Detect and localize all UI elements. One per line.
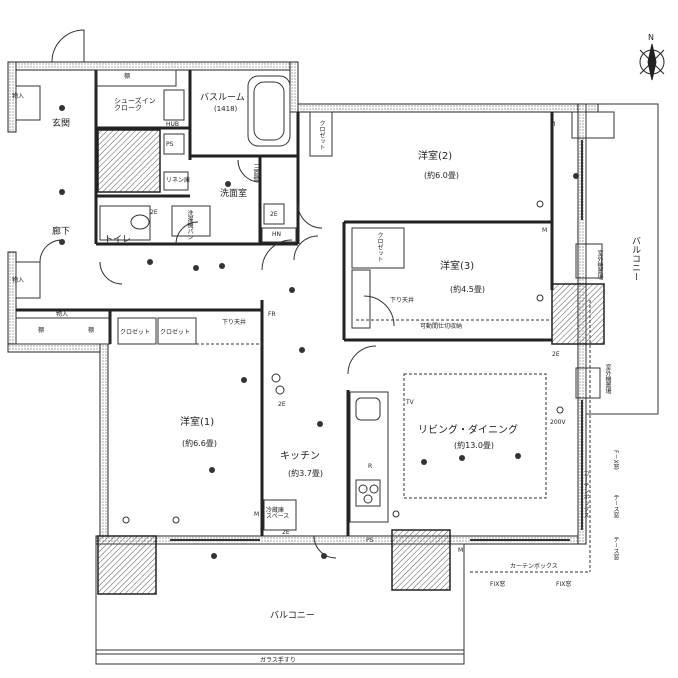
label-200v: 200V	[550, 419, 566, 426]
label-side-window: テ－ス窓	[612, 494, 619, 519]
label-fr: FR	[268, 311, 276, 318]
label-hn: HN	[272, 231, 281, 238]
label-washroom: 洗面室	[220, 189, 248, 199]
label-storage-a: 物入	[12, 93, 25, 100]
label-western2: 洋室(2)	[418, 151, 453, 162]
label-side-window2: テ－ス窓	[612, 536, 619, 561]
label-movable-storage: 可動間仕切収納	[420, 323, 463, 330]
light-fixtures	[59, 105, 579, 559]
label-sanmenkyo: 三面鏡	[252, 164, 259, 182]
label-storage-c: 物入	[56, 311, 69, 318]
interior-walls	[16, 70, 554, 536]
label-r: R	[368, 463, 373, 470]
label-tv: TV	[406, 399, 414, 406]
label-curtain-box: カーテンボックス	[510, 563, 558, 570]
label-2e-4: 2E	[282, 529, 290, 536]
label-glass-rail: ガラス手すり	[260, 657, 296, 664]
label-lowered-ceiling: 下り天井	[222, 319, 247, 326]
doors	[39, 29, 395, 559]
label-western3-size: (約4.5畳)	[450, 285, 485, 294]
label-lowered-ceiling2: 下り天井	[390, 297, 415, 304]
label-bathroom: バスルーム	[200, 93, 245, 103]
label-curtain-box2: カーテンボックス	[582, 470, 589, 518]
label-m1: M	[550, 121, 556, 128]
label-fridge-space: 冷蔵庫 スペース	[266, 507, 290, 520]
thin-lines	[15, 69, 659, 665]
label-closet3: クロゼット	[318, 120, 325, 150]
label-entrance: 玄関	[52, 119, 71, 129]
label-fix-window2: FIX窓	[556, 581, 572, 588]
label-ps2: PS	[366, 537, 374, 544]
label-ps1: PS	[166, 141, 174, 148]
label-kitchen-size: (約3.7畳)	[288, 469, 323, 478]
label-living: リビング・ダイニング	[418, 425, 518, 436]
label-compass-n: N	[648, 33, 654, 42]
label-bathroom-size: (1418)	[214, 105, 238, 113]
label-kitchen: キッチン	[280, 451, 320, 462]
label-shelf1: 棚	[124, 73, 131, 80]
label-2e-3: 2E	[278, 401, 286, 408]
label-m2: M	[542, 227, 548, 234]
label-shoe-closet: シューズイン クローク	[114, 97, 156, 112]
label-2e-2: 2E	[270, 211, 278, 218]
label-2e-5: 2E	[552, 351, 560, 358]
label-western1: 洋室(1)	[180, 417, 215, 428]
label-fix-side: F－X窓	[612, 450, 619, 470]
label-balcony-right: バルコニー	[630, 236, 640, 281]
label-shelf2: 棚	[38, 327, 45, 334]
label-washer-pan: 洗濯機パン	[186, 210, 193, 240]
label-m4: M	[458, 547, 464, 554]
label-hub: HUB	[166, 121, 180, 128]
label-toilet: トイレ	[104, 235, 132, 245]
label-storage-b: 物入	[12, 277, 25, 284]
label-outdoor-unit2: 室外機置場	[604, 364, 611, 394]
label-western3: 洋室(3)	[440, 261, 475, 272]
label-living-size: (約13.0畳)	[454, 441, 495, 450]
label-closet4: クロゼット	[376, 232, 383, 262]
label-linen: リネン庫	[166, 177, 191, 184]
label-shelf3: 棚	[88, 327, 95, 334]
label-m3: M	[254, 511, 260, 518]
label-closet1: クロゼット	[120, 329, 151, 336]
label-western2-size: (約6.0畳)	[424, 171, 459, 180]
label-western1-size: (約6.6畳)	[182, 439, 217, 448]
label-hallway: 廊下	[52, 227, 71, 237]
outlets	[122, 200, 564, 524]
label-fix-window1: FIX窓	[490, 581, 506, 588]
label-outdoor-unit: 室外機置場	[596, 250, 603, 280]
columns	[97, 129, 605, 595]
label-2e-1: 2E	[150, 209, 158, 216]
label-balcony-bottom: バルコニー	[270, 611, 315, 621]
label-closet2: クロゼット	[160, 329, 191, 336]
compass-icon	[639, 43, 665, 81]
